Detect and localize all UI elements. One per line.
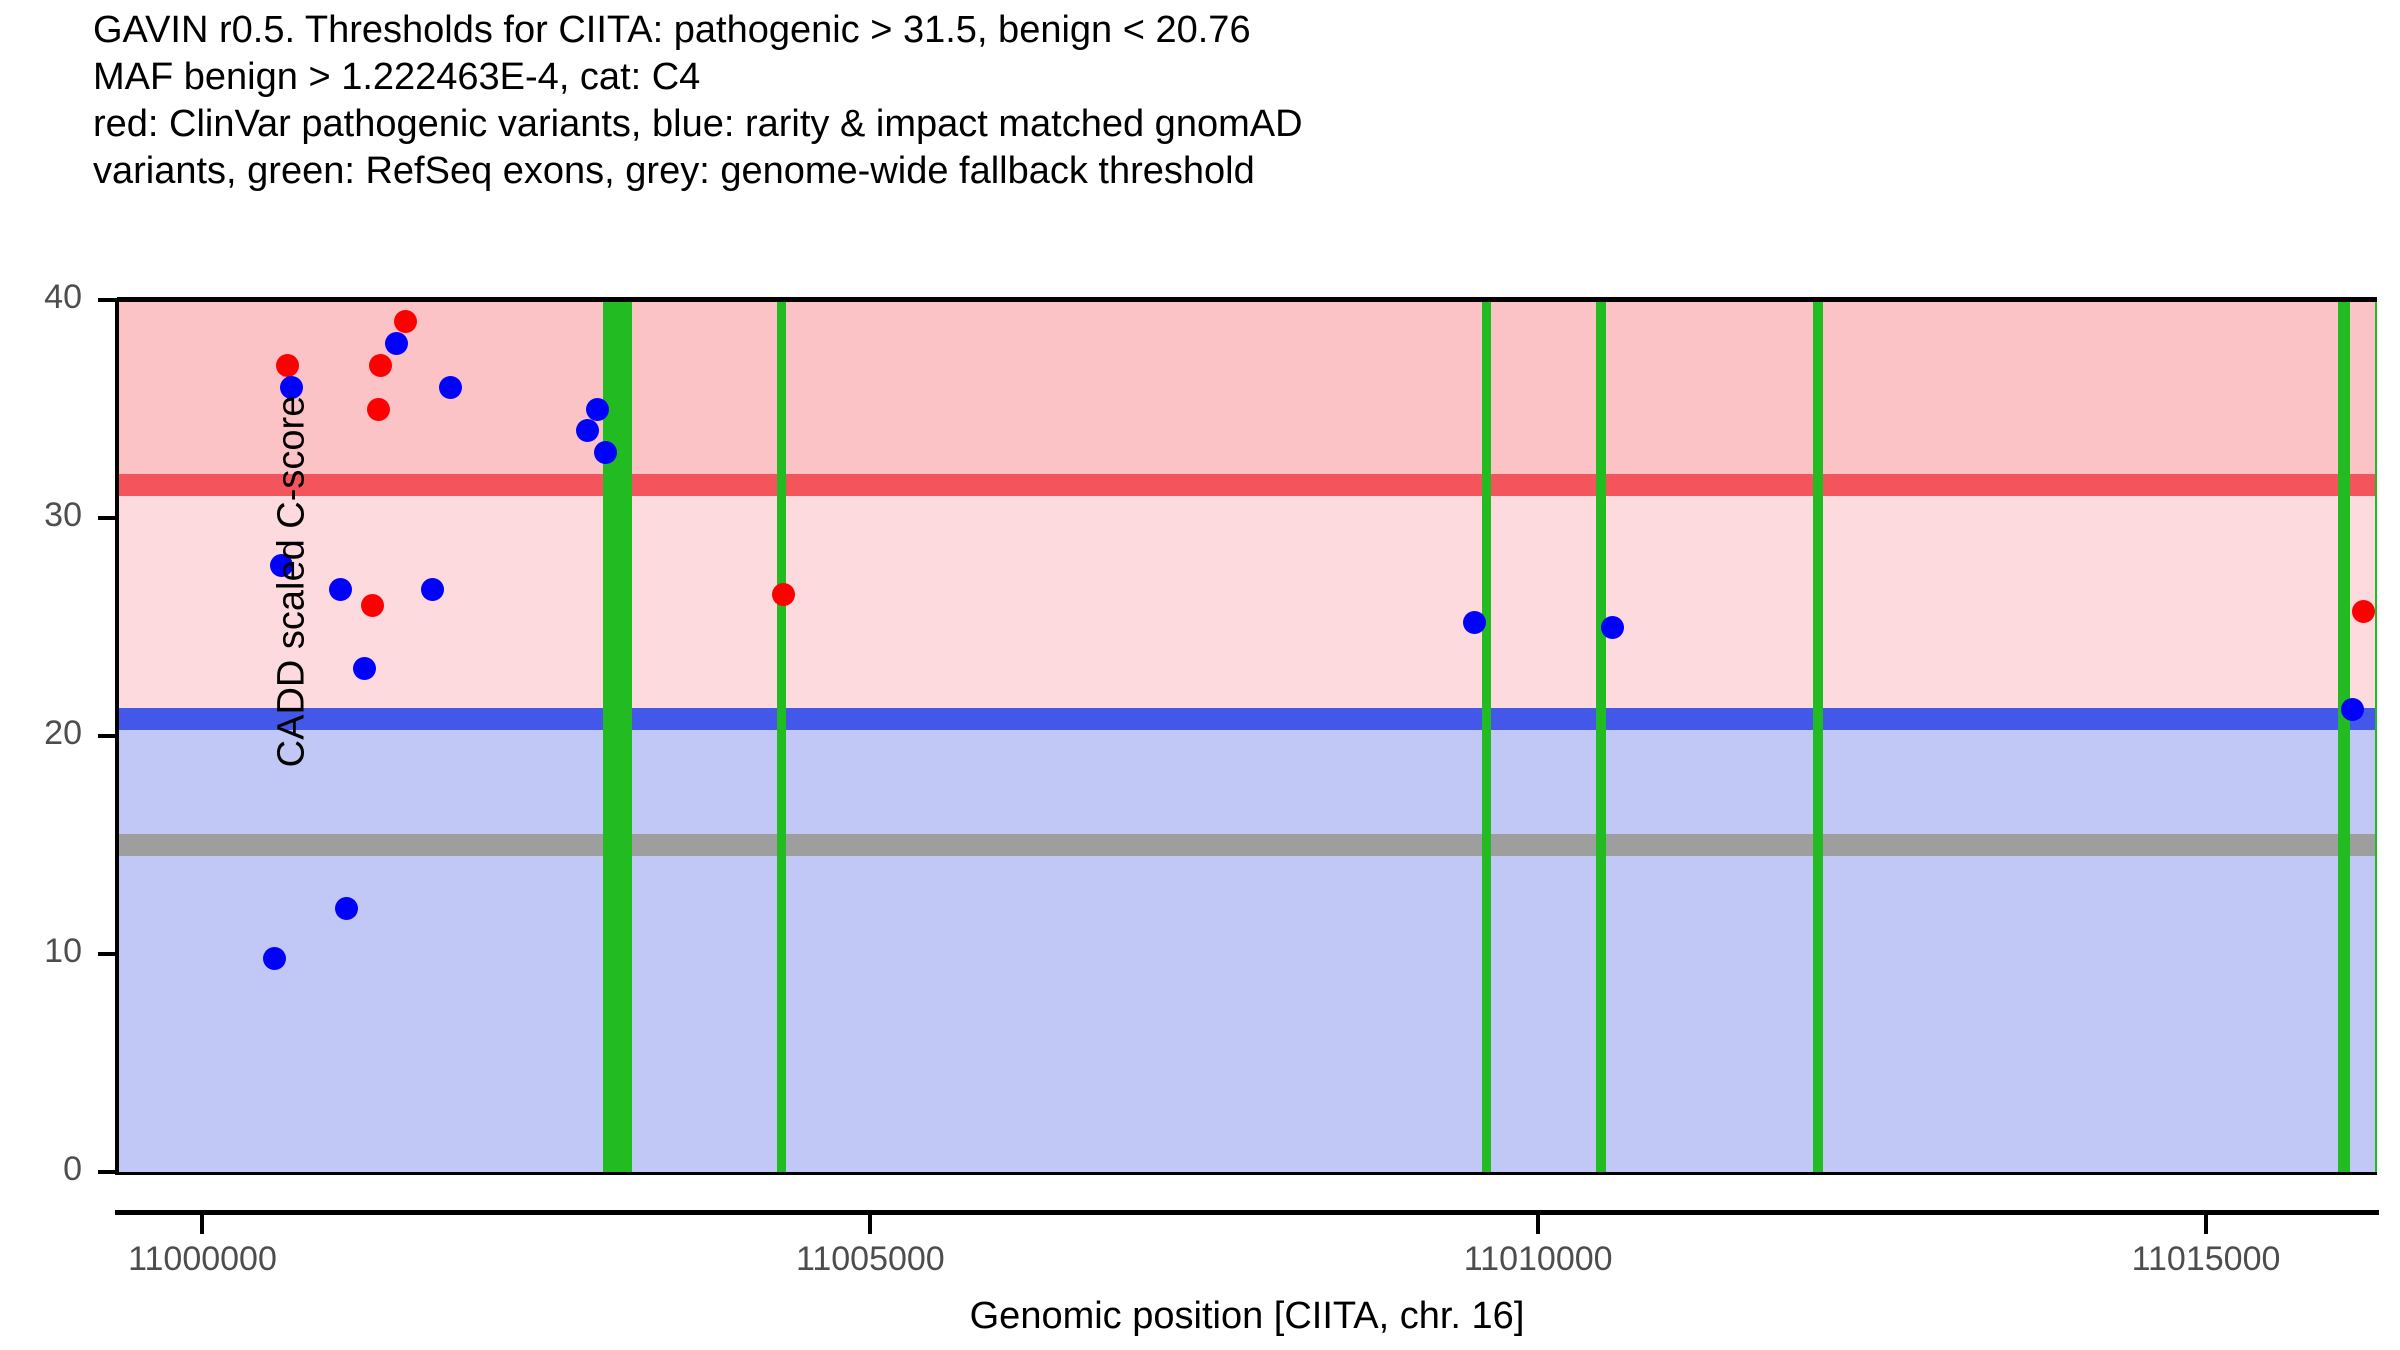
title-line-1: GAVIN r0.5. Thresholds for CIITA: pathog… bbox=[93, 9, 1251, 51]
benign-variant-point bbox=[328, 578, 352, 602]
exon-bar bbox=[776, 300, 786, 1172]
benign-variant-point bbox=[269, 554, 293, 578]
pathogenic-variant-point bbox=[772, 582, 795, 606]
exon-bar bbox=[1813, 300, 1824, 1172]
benign-variant-point bbox=[2341, 698, 2365, 722]
x-axis-tick-label: 11015000 bbox=[2131, 1240, 2281, 1278]
exon-bar bbox=[1595, 300, 1607, 1172]
exon-bar bbox=[1482, 300, 1492, 1172]
x-axis-line bbox=[115, 1210, 2379, 1215]
title-line-4: variants, green: RefSeq exons, grey: gen… bbox=[93, 150, 1255, 192]
x-axis-tick bbox=[868, 1215, 873, 1234]
benign-variant-point bbox=[352, 656, 376, 680]
y-axis-tick bbox=[98, 516, 115, 520]
y-axis-tick-label: 40 bbox=[44, 278, 82, 316]
band-pathogenic-weak bbox=[117, 494, 2377, 720]
y-axis-label-holder: CADD scaled C-score bbox=[0, 0, 313, 1350]
y-axis-tick bbox=[98, 1170, 115, 1174]
threshold-line-genome-wide-fallback bbox=[117, 834, 2377, 856]
threshold-line-benign bbox=[117, 708, 2377, 731]
y-axis-tick-label: 10 bbox=[44, 932, 82, 970]
pathogenic-variant-point bbox=[2352, 600, 2376, 624]
x-axis-tick-label: 11010000 bbox=[1463, 1240, 1613, 1278]
y-axis-tick-label: 30 bbox=[44, 496, 82, 534]
plot-title-block: GAVIN r0.5. Thresholds for CIITA: pathog… bbox=[93, 7, 2293, 195]
benign-variant-point bbox=[280, 375, 304, 399]
x-axis-tick bbox=[200, 1215, 205, 1234]
pathogenic-variant-point bbox=[276, 353, 300, 377]
exon-bar bbox=[2374, 300, 2377, 1172]
exon-bar bbox=[2338, 300, 2350, 1172]
benign-variant-point bbox=[335, 896, 359, 920]
benign-variant-point bbox=[384, 332, 408, 356]
x-axis-tick bbox=[1536, 1215, 1541, 1234]
y-axis-line bbox=[115, 298, 119, 1174]
y-axis-tick-label: 0 bbox=[63, 1150, 82, 1188]
benign-variant-point bbox=[1462, 611, 1486, 635]
x-axis-tick-label: 11000000 bbox=[128, 1240, 277, 1278]
benign-variant-point bbox=[575, 419, 599, 443]
benign-variant-point bbox=[439, 375, 463, 399]
title-line-3: red: ClinVar pathogenic variants, blue: … bbox=[93, 103, 1303, 145]
x-axis-tick-label: 11005000 bbox=[795, 1240, 945, 1278]
y-axis-label: CADD scaled C-score bbox=[270, 395, 313, 768]
y-axis-tick bbox=[98, 734, 115, 738]
y-axis-tick bbox=[98, 952, 115, 956]
plot-panel-inner bbox=[117, 300, 2377, 1172]
exon-bar bbox=[602, 300, 632, 1172]
x-axis-label: Genomic position [CIITA, chr. 16] bbox=[969, 1295, 1525, 1337]
benign-variant-point bbox=[586, 397, 610, 421]
title-line-2: MAF benign > 1.222463E-4, cat: C4 bbox=[93, 56, 701, 98]
pathogenic-variant-point bbox=[394, 310, 417, 334]
band-pathogenic-strong bbox=[117, 300, 2377, 477]
plot-panel bbox=[117, 300, 2377, 1172]
benign-variant-point bbox=[594, 441, 618, 465]
x-axis-tick bbox=[2204, 1215, 2209, 1234]
benign-variant-point bbox=[263, 946, 287, 970]
y-axis-tick bbox=[98, 298, 115, 302]
y-axis-tick-label: 20 bbox=[44, 714, 82, 752]
pathogenic-variant-point bbox=[367, 397, 391, 421]
pathogenic-variant-point bbox=[360, 593, 384, 617]
panel-bottom-rule bbox=[115, 1172, 2377, 1175]
panel-top-rule bbox=[117, 297, 2377, 302]
benign-variant-point bbox=[1601, 615, 1625, 639]
band-benign bbox=[117, 719, 2377, 1172]
pathogenic-variant-point bbox=[368, 353, 392, 377]
threshold-line-pathogenic bbox=[117, 474, 2377, 497]
benign-variant-point bbox=[420, 578, 444, 602]
